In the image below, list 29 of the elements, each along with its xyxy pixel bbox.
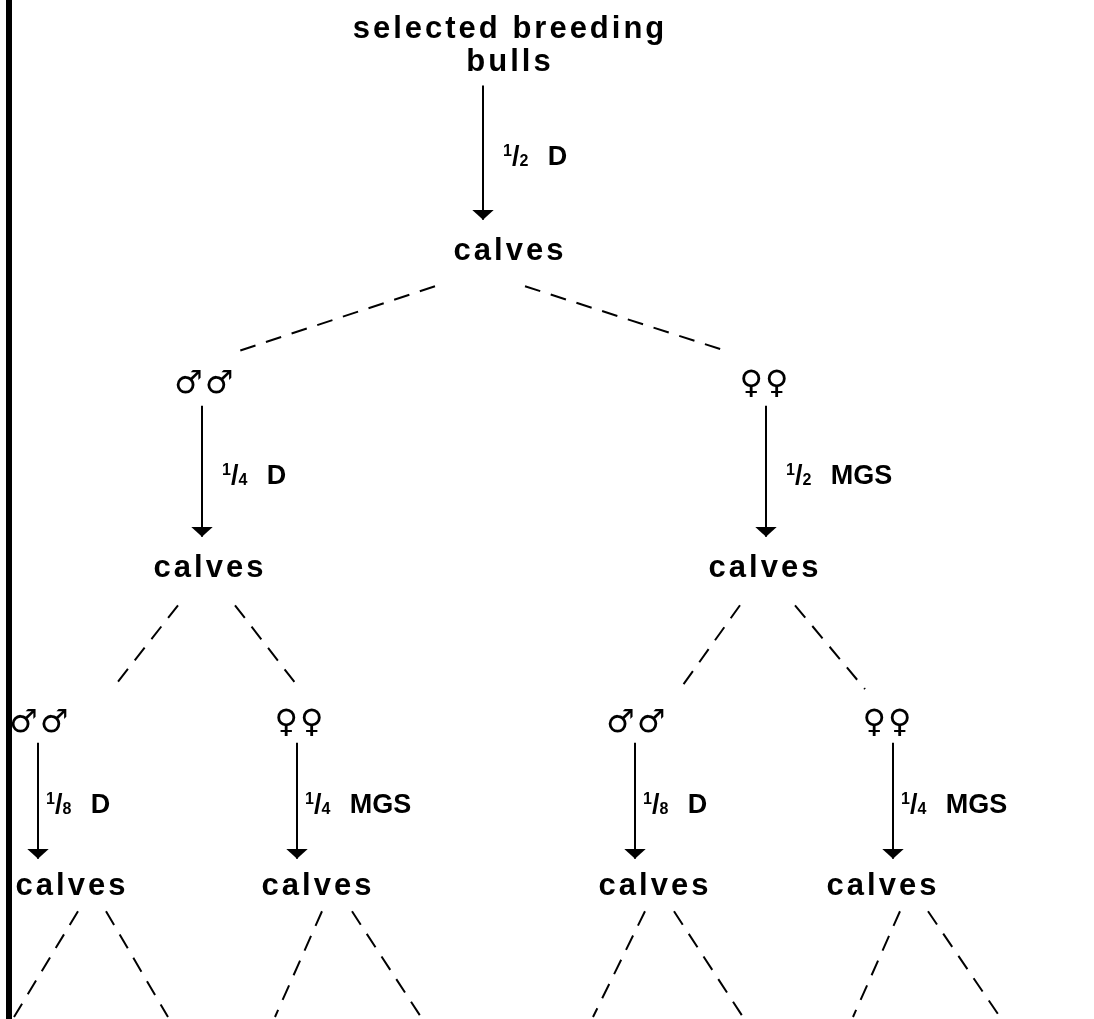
arrow [882,741,904,860]
arrow [472,84,494,221]
dashed-line [592,910,646,1018]
dashed-line [105,910,169,1018]
dashed-line [794,604,866,691]
node-label: calves [598,868,712,902]
sex-symbol-label: ♀♀ [862,705,914,739]
sex-symbol-label: ♂♂ [606,705,668,739]
dashed-line [13,910,79,1018]
node-label: selected breeding bulls [351,12,669,78]
arrow [27,741,49,860]
sex-symbol-label: ♂♂ [174,366,236,400]
node-label: calves [15,868,129,902]
node-label: calves [261,868,375,902]
arrow [286,741,308,860]
arrow [624,741,646,860]
sex-symbol-label: ♀♀ [739,366,791,400]
sex-symbol-label: ♂♂ [9,705,71,739]
arrow [755,404,777,538]
dashed-line [351,910,422,1018]
node-label: calves [826,868,940,902]
sex-symbol-label: ♀♀ [274,705,326,739]
dashed-line [852,910,901,1018]
node-label: calves [153,550,267,584]
dashed-line [274,910,323,1018]
arrow [191,404,213,538]
dashed-line [673,910,744,1018]
node-label: calves [708,550,822,584]
node-label: calves [453,233,567,267]
